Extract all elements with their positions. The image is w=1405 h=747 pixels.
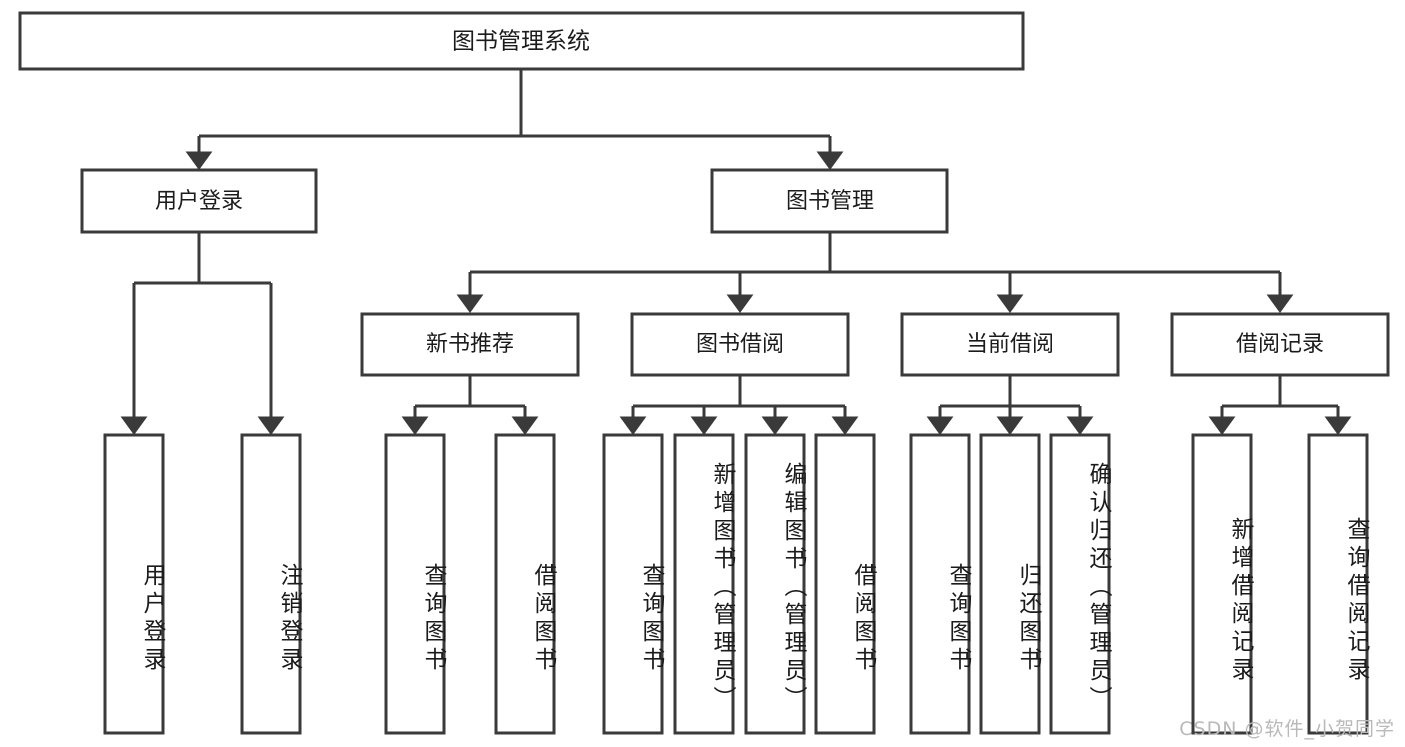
leaf-box-query-borrow-record[interactable] [1307,433,1369,735]
csdn-watermark: CSDN @软件_小贺同学 [1179,718,1395,740]
node-user-login-label: 用户登录 [155,189,243,214]
node-book-management-label: 图书管理 [786,189,874,214]
node-book-borrow-label: 图书借阅 [696,332,784,357]
node-current-borrow[interactable]: 当前借阅 [900,312,1120,377]
leaf-box-confirm-return-admin[interactable] [1049,433,1111,735]
node-new-book-recommend-box [360,312,580,377]
leaf-boxes-group [103,433,1369,735]
node-root-book-management-system[interactable]: 图书管理系统 [18,11,1025,71]
node-book-borrow-box [630,312,850,377]
leaf-box-user-login[interactable] [103,433,165,735]
leaf-box-borrow-book-new[interactable] [494,433,556,735]
leaf-box-return-book[interactable] [979,433,1041,735]
node-current-borrow-label: 当前借阅 [966,332,1054,357]
leaf-box-add-borrow-record[interactable] [1191,433,1253,735]
leaf-box-query-book-borrow[interactable] [602,433,664,735]
node-new-book-recommend[interactable]: 新书推荐 [360,312,580,377]
node-borrow-records-box [1170,312,1390,377]
node-book-management[interactable]: 图书管理 [710,168,949,234]
leaf-box-query-book-current[interactable] [909,433,971,735]
leaf-box-query-book-new[interactable] [384,433,446,735]
node-borrow-records[interactable]: 借阅记录 [1170,312,1390,377]
node-new-book-recommend-label: 新书推荐 [426,332,514,357]
node-user-login[interactable]: 用户登录 [80,168,318,234]
node-book-borrow[interactable]: 图书借阅 [630,312,850,377]
leaf-box-add-book-admin[interactable] [673,433,735,735]
node-borrow-records-label: 借阅记录 [1236,332,1324,357]
node-book-management-box [710,168,949,234]
node-current-borrow-box [900,312,1120,377]
leaf-box-edit-book-admin[interactable] [744,433,806,735]
node-root-box [18,11,1025,71]
leaf-box-borrow-book[interactable] [814,433,876,735]
node-user-login-box [80,168,318,234]
edges-group [120,69,1352,435]
node-root-label: 图书管理系统 [452,29,590,55]
leaf-box-logout[interactable] [240,433,302,735]
